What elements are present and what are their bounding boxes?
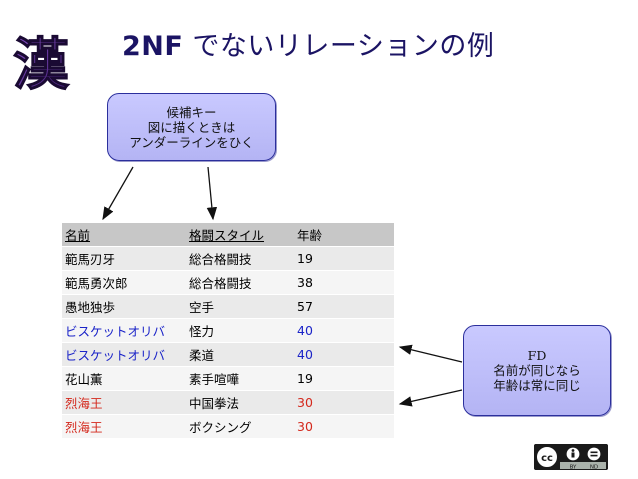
cell-style: 総合格闘技 [186, 246, 294, 271]
callout-fd-line-1: FD [527, 348, 547, 363]
cc-icon [535, 445, 559, 469]
cell-name: ビスケットオリバ [62, 318, 186, 343]
nd-no-derivatives-icon [586, 446, 602, 462]
table-header-row: 名前 格闘スタイル 年齢 [62, 223, 394, 247]
kanji-logo-icon: 漢 [12, 31, 70, 96]
arrow-to-fd-age-40 [398, 344, 463, 363]
callout-key-line-3: アンダーラインをひく [129, 134, 254, 150]
arrow-to-style-column [206, 166, 218, 221]
cell-name: 烈海王 [62, 414, 186, 439]
cell-style: 空手 [186, 294, 294, 319]
callout-fd-line-3: 年齢は常に同じ [493, 378, 581, 393]
arrow-to-name-column [102, 166, 134, 221]
cell-name: 烈海王 [62, 390, 186, 415]
cell-name: 花山薫 [62, 366, 186, 391]
callout-key-line-2: 図に描くときは [147, 119, 236, 135]
cell-style: 素手喧嘩 [186, 366, 294, 391]
cell-name: 範馬勇次郎 [62, 270, 186, 295]
slide-title: 2NF でないリレーションの例 [122, 24, 494, 63]
cell-style: 中国拳法 [186, 390, 294, 415]
svg-text:BY: BY [570, 465, 577, 471]
cell-age: 19 [294, 246, 394, 271]
cell-name: 範馬刃牙 [62, 246, 186, 271]
cell-age: 40 [294, 318, 394, 343]
svg-text:ND: ND [590, 465, 598, 471]
header-age: 年齢 [294, 223, 394, 247]
cell-style: 総合格闘技 [186, 270, 294, 295]
cell-style: 柔道 [186, 342, 294, 367]
cell-age: 57 [294, 294, 394, 319]
cc-license-badge: cc BY ND [534, 444, 608, 470]
callout-fd-line-2: 名前が同じなら [493, 363, 581, 378]
arrow-to-fd-age-30 [398, 389, 463, 407]
cell-style: ボクシング [186, 414, 294, 439]
cell-age: 30 [294, 414, 394, 439]
cell-age: 40 [294, 342, 394, 367]
callout-key-line-1: 候補キー [166, 104, 217, 120]
header-name: 名前 [62, 223, 186, 247]
fd-callout: FD 名前が同じなら 年齢は常に同じ [463, 325, 611, 416]
header-style: 格闘スタイル [186, 223, 294, 247]
cell-name: ビスケットオリバ [62, 342, 186, 367]
title-rest: でないリレーションの例 [183, 31, 495, 62]
candidate-key-callout: 候補キー 図に描くときは アンダーラインをひく [107, 93, 276, 161]
cell-age: 30 [294, 390, 394, 415]
cell-style: 怪力 [186, 318, 294, 343]
svg-text:漢: 漢 [13, 32, 70, 96]
cell-age: 19 [294, 366, 394, 391]
svg-text:cc: cc [541, 453, 553, 464]
cell-age: 38 [294, 270, 394, 295]
title-2nf: 2NF [122, 31, 184, 62]
cell-name: 愚地独歩 [62, 294, 186, 319]
